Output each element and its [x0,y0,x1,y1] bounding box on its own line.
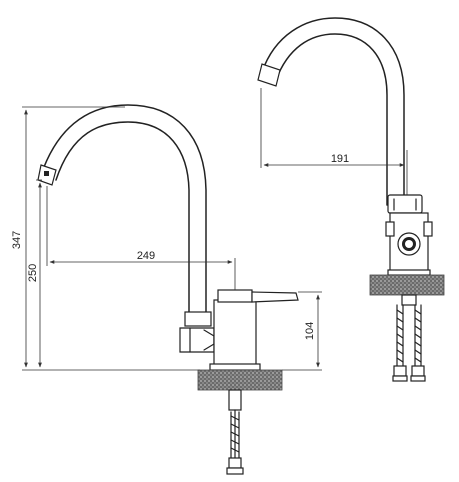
front-countertop [369,274,445,296]
side-spout [40,104,207,313]
dim-total-height: 347 [11,231,23,249]
side-spout-collar [184,311,212,327]
side-view: 347 250 249 104 [11,104,322,475]
dim-spout-height: 250 [27,264,39,282]
dim-body-height: 104 [304,322,316,340]
front-spout [261,17,405,206]
side-countertop [197,369,283,391]
front-aerator [257,63,281,87]
front-view: 191 [257,17,445,382]
dim-side-reach: 249 [137,250,155,262]
side-lever [251,291,299,303]
dim-front-reach: 191 [331,153,349,165]
side-body [213,299,257,369]
